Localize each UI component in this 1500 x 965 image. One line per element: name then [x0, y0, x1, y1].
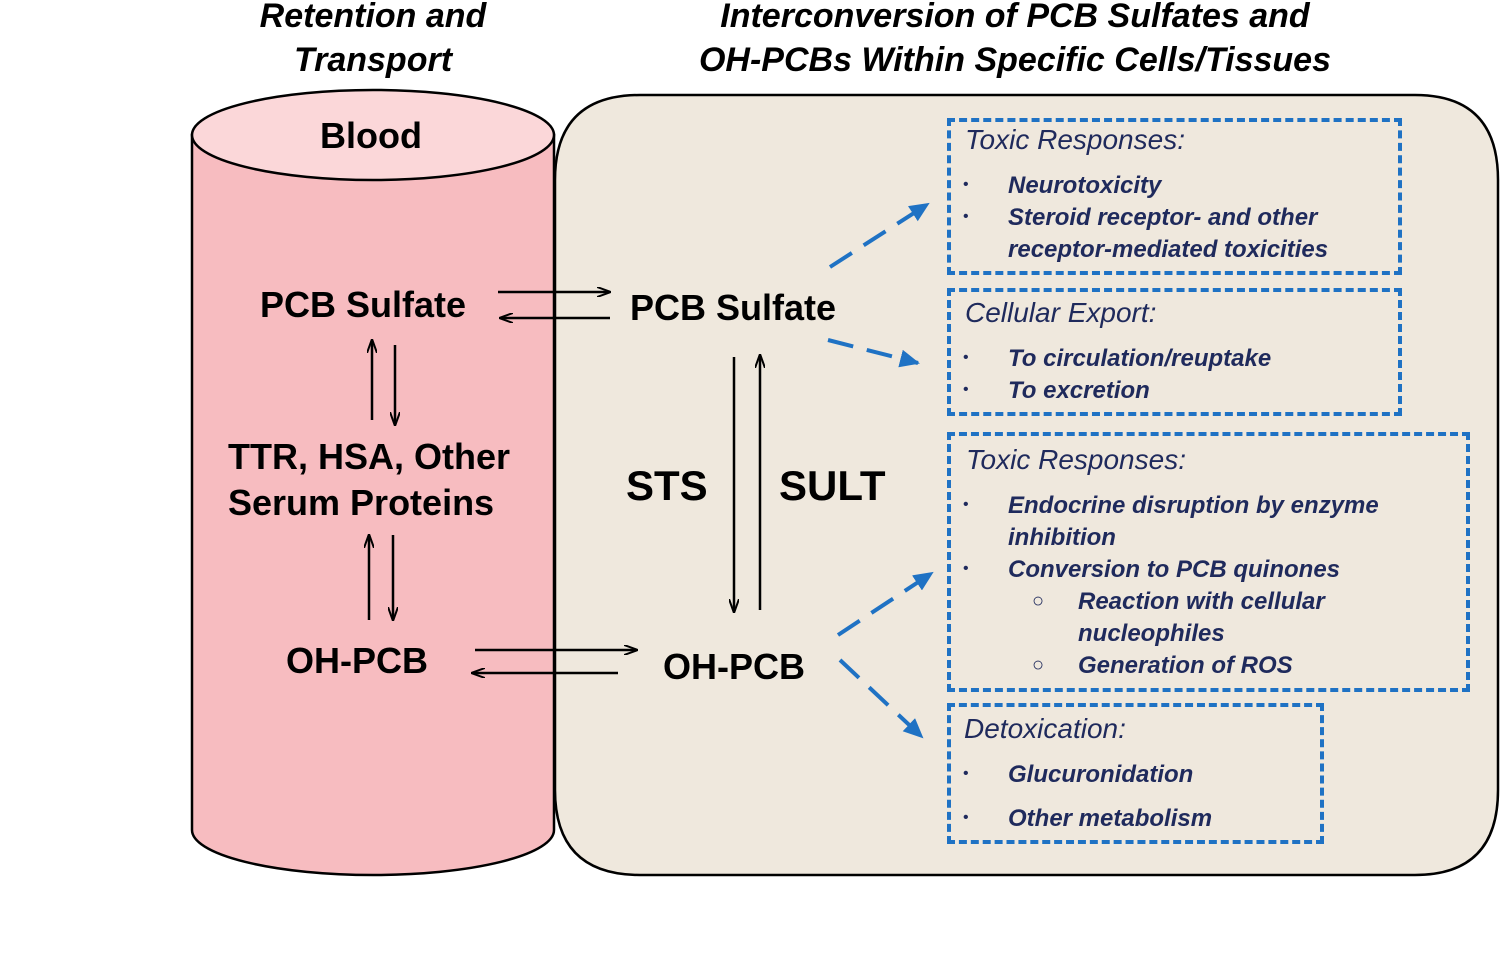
toxic2-item-endocrine-cont: inhibition [1008, 524, 1116, 551]
toxic-responses-box-1 [947, 118, 1402, 275]
toxic-responses-box-2 [947, 432, 1470, 692]
toxic2-item-endocrine: Endocrine disruption by enzyme [1008, 492, 1379, 519]
bullet: • [963, 176, 969, 193]
bullet: • [963, 381, 969, 398]
toxic2-item-quinones: Conversion to PCB quinones [1008, 556, 1341, 583]
serum-proteins: TTR, HSA, Other Serum Proteins [228, 434, 510, 526]
toxic2-subitem-nucleophiles: Reaction with cellular [1078, 588, 1325, 615]
cell-pcb-sulfate: PCB Sulfate [630, 287, 837, 328]
toxic-responses-2-title: Toxic Responses: [966, 444, 1186, 475]
bullet: • [963, 349, 969, 366]
arrow-to-toxic1 [828, 202, 930, 269]
bullet: • [963, 765, 969, 782]
heading-interconversion-line1: Interconversion of PCB Sulfates and [720, 0, 1310, 35]
toxic1-item-neurotoxicity: Neurotoxicity [1008, 172, 1162, 199]
bullet: • [963, 560, 969, 577]
sult-label: SULT [779, 462, 886, 509]
bullet: • [963, 496, 969, 513]
heading-interconversion: Interconversion of PCB Sulfates and OH-P… [625, 0, 1405, 82]
detoxication-box [947, 703, 1324, 844]
serum-proteins-line1: TTR, HSA, Other [228, 436, 511, 477]
toxic2-subitem-ros: Generation of ROS [1078, 652, 1293, 679]
blood-oh-pcb: OH-PCB [286, 640, 428, 681]
heading-retention-line1: Retention and [259, 0, 487, 35]
blood-cylinder-body [190, 133, 556, 877]
export-item-circulation: To circulation/reuptake [1008, 345, 1272, 372]
blood-title: Blood [320, 115, 422, 156]
cellular-export-title: Cellular Export: [965, 297, 1157, 328]
detoxication-title: Detoxication: [964, 713, 1126, 744]
arrow-to-detox [838, 658, 924, 739]
heading-retention: Retention and Transport [218, 0, 528, 82]
heading-retention-line2: Transport [293, 41, 453, 79]
toxic-responses-1-title: Toxic Responses: [965, 124, 1185, 155]
cellular-export-box [947, 288, 1402, 416]
heading-interconversion-line2: OH-PCBs Within Specific Cells/Tissues [698, 41, 1331, 79]
arrow-to-export [827, 338, 920, 368]
sub-bullet: ○ [1032, 654, 1045, 676]
bullet: • [963, 208, 969, 225]
toxic1-item-steroid-cont: receptor-mediated toxicities [1008, 236, 1329, 263]
sts-label: STS [626, 462, 708, 509]
toxic1-item-steroid: Steroid receptor- and other [1008, 204, 1318, 231]
toxic2-subitem-nucleophiles-cont: nucleophiles [1078, 620, 1225, 647]
cell-oh-pcb: OH-PCB [663, 646, 805, 687]
blood-pcb-sulfate: PCB Sulfate [260, 284, 467, 325]
sub-bullet: ○ [1032, 590, 1045, 612]
detox-item-glucuronidation: Glucuronidation [1008, 761, 1194, 788]
bullet: • [963, 809, 969, 826]
export-item-excretion: To excretion [1008, 377, 1150, 404]
serum-proteins-line2: Serum Proteins [228, 482, 495, 523]
blood-cylinder-top [190, 88, 556, 182]
detox-item-other: Other metabolism [1008, 805, 1213, 832]
arrow-to-toxic2 [836, 571, 934, 637]
